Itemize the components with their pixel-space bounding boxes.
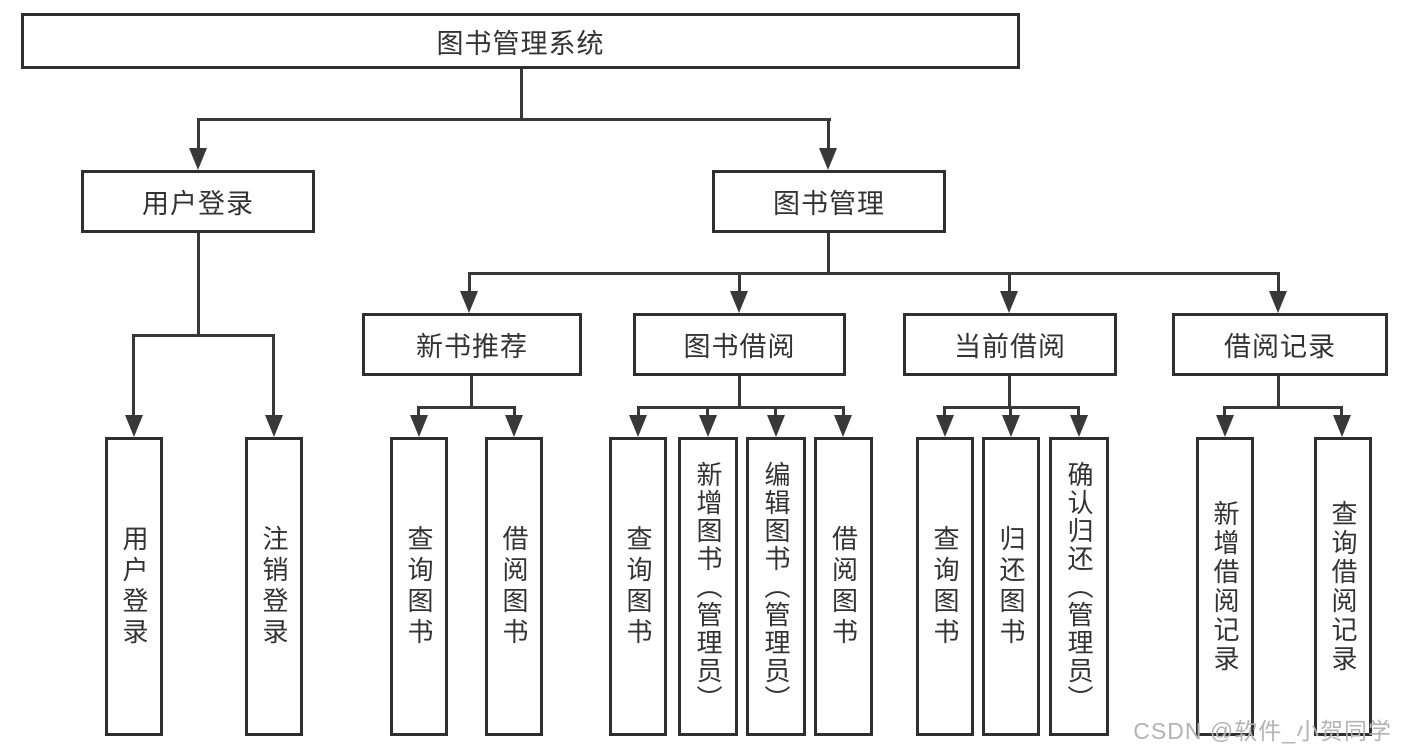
arrowhead-bb-edit (767, 415, 785, 437)
connector-drop-cb-confirm (1077, 406, 1080, 418)
leaf-borrow-borrow-book-label: 借阅图书 (828, 524, 859, 649)
leaf-user-login-label: 用户登录 (119, 524, 149, 649)
arrowhead-borrow-record (1269, 291, 1287, 313)
node-book-borrow: 图书借阅 (633, 313, 846, 376)
node-new-book-recommend: 新书推荐 (362, 313, 582, 376)
node-user-login: 用户登录 (81, 170, 315, 233)
leaf-borrow-query: 查询图书 (609, 437, 667, 736)
arrowhead-book-manage (819, 148, 837, 170)
node-user-login-label: 用户登录 (142, 189, 254, 219)
arrowhead-nb-borrow (505, 415, 523, 437)
leaf-borrow-query-label: 查询图书 (623, 524, 653, 649)
leaf-logout-label: 注销登录 (259, 524, 289, 649)
connector-drop-nb-query (417, 406, 420, 418)
node-borrow-records: 借阅记录 (1172, 313, 1388, 376)
arrowhead-bb-query (629, 415, 647, 437)
leaf-borrow-edit-book: 编辑图书（管理员） (746, 437, 806, 736)
leaf-user-login: 用户登录 (105, 437, 163, 736)
node-borrow-records-label: 借阅记录 (1224, 332, 1336, 362)
leaf-borrow-add-book-label: 新增图书（管理员） (693, 460, 723, 713)
leaf-borrow-borrow-book: 借阅图书 (814, 437, 873, 736)
connector-drop-br-query (1340, 406, 1343, 418)
arrowhead-br-query (1333, 415, 1351, 437)
connector-manage-branch (468, 272, 1280, 275)
arrowhead-br-add (1216, 415, 1234, 437)
connector-drop-bb-query (637, 406, 640, 418)
leaf-record-query: 查询借阅记录 (1314, 437, 1372, 736)
connector-drop-current-borrow (1008, 272, 1011, 293)
connector-drop-leaf-login (132, 334, 135, 417)
leaf-record-add-label: 新增借阅记录 (1210, 499, 1240, 674)
connector-drop-bb-edit (774, 406, 777, 418)
leaf-borrow-edit-book-label: 编辑图书（管理员） (761, 460, 791, 713)
connector-login-stem (197, 233, 200, 337)
connector-bookborrow-splitter (637, 406, 845, 409)
arrowhead-cb-confirm (1070, 415, 1088, 437)
connector-drop-cb-return (1009, 406, 1012, 418)
leaf-logout: 注销登录 (245, 437, 303, 736)
leaf-current-return-label: 归还图书 (996, 524, 1026, 649)
arrowhead-cb-query (936, 415, 954, 437)
connector-drop-br-add (1223, 406, 1226, 418)
node-current-borrow: 当前借阅 (903, 313, 1117, 376)
arrowhead-new-book (460, 291, 478, 313)
connector-drop-cb-query (943, 406, 946, 418)
arrowhead-cb-return (1002, 415, 1020, 437)
arrowhead-book-borrow (730, 291, 748, 313)
connector-root-branch (197, 118, 831, 121)
connector-bookborrow-stem (738, 376, 741, 409)
connector-manage-stem (827, 233, 830, 275)
leaf-record-query-label: 查询借阅记录 (1328, 499, 1358, 674)
leaf-borrow-add-book: 新增图书（管理员） (678, 437, 738, 736)
connector-drop-leaf-logout (272, 334, 275, 417)
leaf-current-query-label: 查询图书 (930, 524, 960, 649)
connector-drop-user-login (197, 118, 200, 151)
node-book-management: 图书管理 (712, 170, 946, 233)
leaf-current-return: 归还图书 (982, 437, 1040, 736)
connector-drop-nb-borrow (513, 406, 516, 418)
connector-root-stem (520, 69, 523, 120)
connector-records-stem (1277, 376, 1280, 409)
node-current-borrow-label: 当前借阅 (954, 332, 1066, 362)
connector-records-splitter (1223, 406, 1343, 409)
leaf-newbook-query: 查询图书 (390, 437, 448, 736)
connector-drop-new-book (468, 272, 471, 293)
connector-drop-borrow-record (1277, 272, 1280, 293)
node-book-management-label: 图书管理 (773, 189, 885, 219)
arrowhead-bb-borrow (834, 415, 852, 437)
connector-login-splitter (132, 334, 275, 337)
arrowhead-nb-query (410, 415, 428, 437)
arrowhead-bb-add (699, 415, 717, 437)
arrowhead-leaf-login (125, 415, 143, 437)
leaf-newbook-borrow-label: 借阅图书 (499, 524, 529, 649)
leaf-current-query: 查询图书 (916, 437, 974, 736)
arrowhead-current-borrow (1000, 291, 1018, 313)
leaf-newbook-borrow: 借阅图书 (485, 437, 543, 736)
connector-newbook-splitter (417, 406, 516, 409)
node-root: 图书管理系统 (21, 13, 1020, 69)
leaf-current-confirm-return: 确认归还（管理员） (1049, 437, 1109, 736)
leaf-newbook-query-label: 查询图书 (404, 524, 434, 649)
node-new-book-recommend-label: 新书推荐 (416, 332, 528, 362)
arrowhead-leaf-logout (265, 415, 283, 437)
leaf-current-confirm-return-label: 确认归还（管理员） (1064, 460, 1094, 713)
node-book-borrow-label: 图书借阅 (683, 332, 796, 362)
connector-currentborrow-stem (1008, 376, 1011, 409)
connector-drop-book-manage (827, 118, 830, 151)
arrowhead-user-login (189, 148, 207, 170)
connector-drop-bb-add (706, 406, 709, 418)
leaf-record-add: 新增借阅记录 (1196, 437, 1254, 736)
connector-drop-book-borrow (738, 272, 741, 293)
connector-drop-bb-borrow (842, 406, 845, 418)
node-root-label: 图书管理系统 (436, 28, 605, 59)
connector-newbook-stem (470, 376, 473, 409)
csdn-watermark: CSDN @软件_小贺同学 (1133, 718, 1392, 744)
